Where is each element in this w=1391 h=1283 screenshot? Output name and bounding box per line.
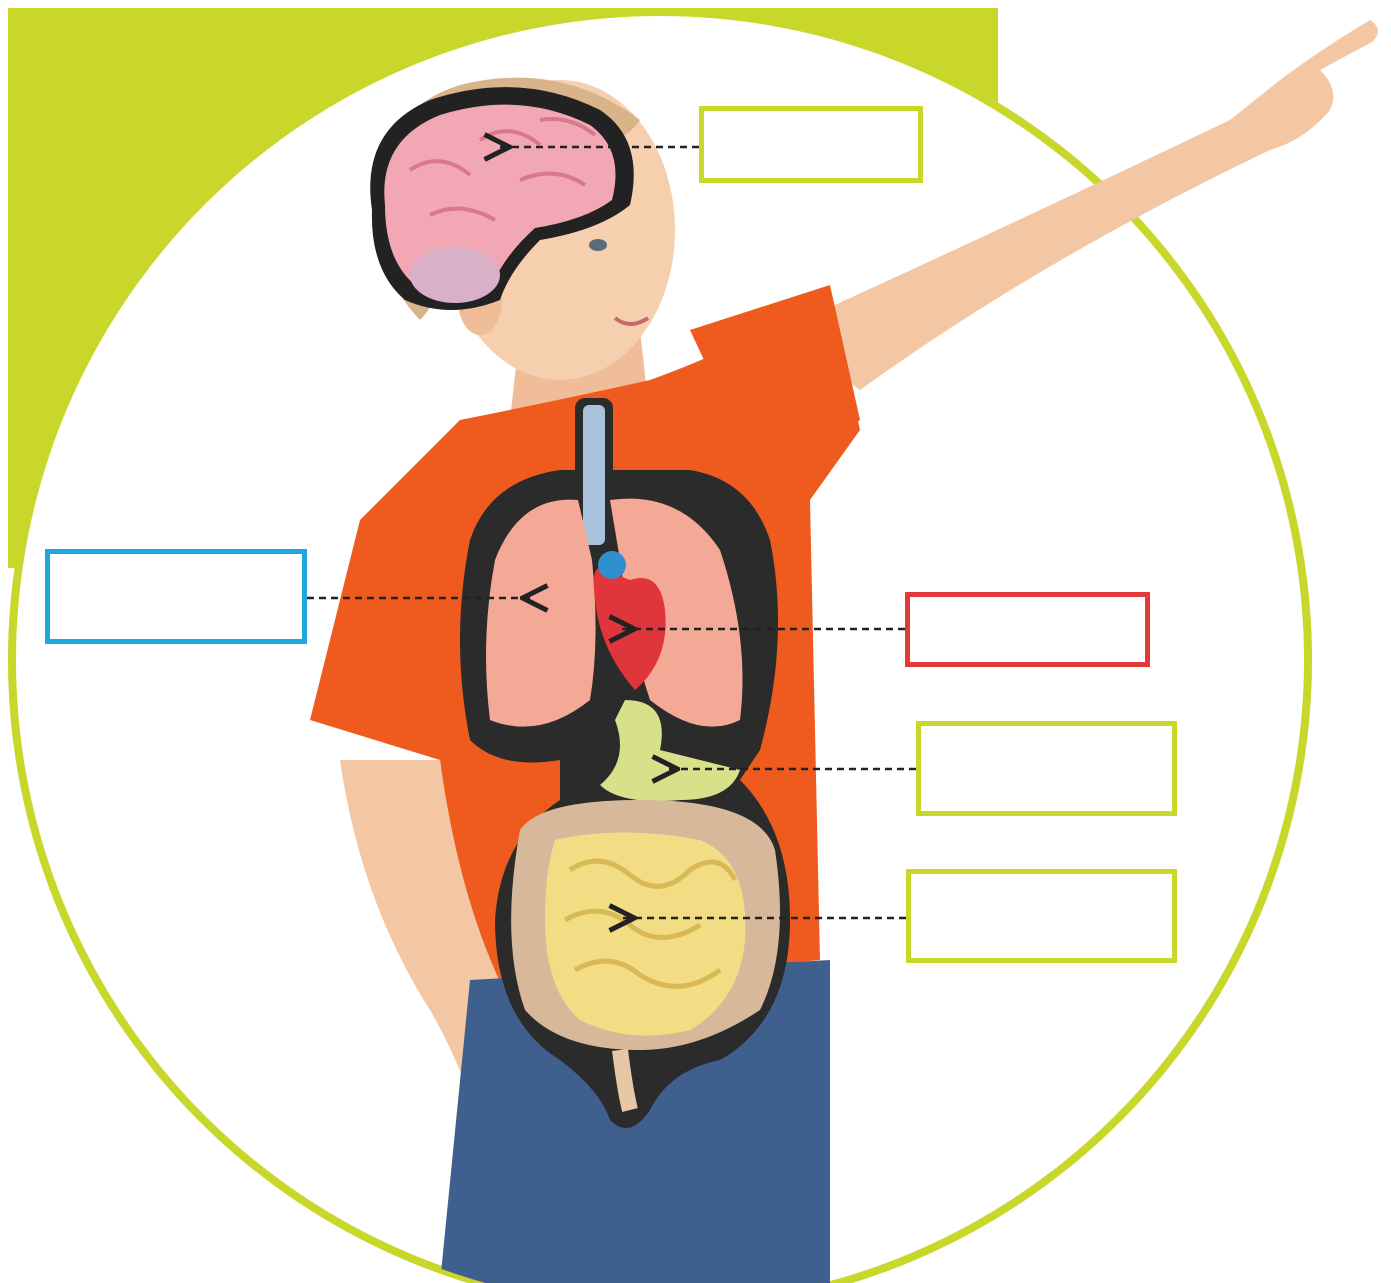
stomach-label-box[interactable] <box>916 721 1177 816</box>
heart-label-box[interactable] <box>905 592 1150 667</box>
intestine-label-box[interactable] <box>906 869 1177 963</box>
eye <box>589 239 607 251</box>
brain-label-box[interactable] <box>699 106 923 183</box>
lungs-label-box[interactable] <box>45 549 307 644</box>
